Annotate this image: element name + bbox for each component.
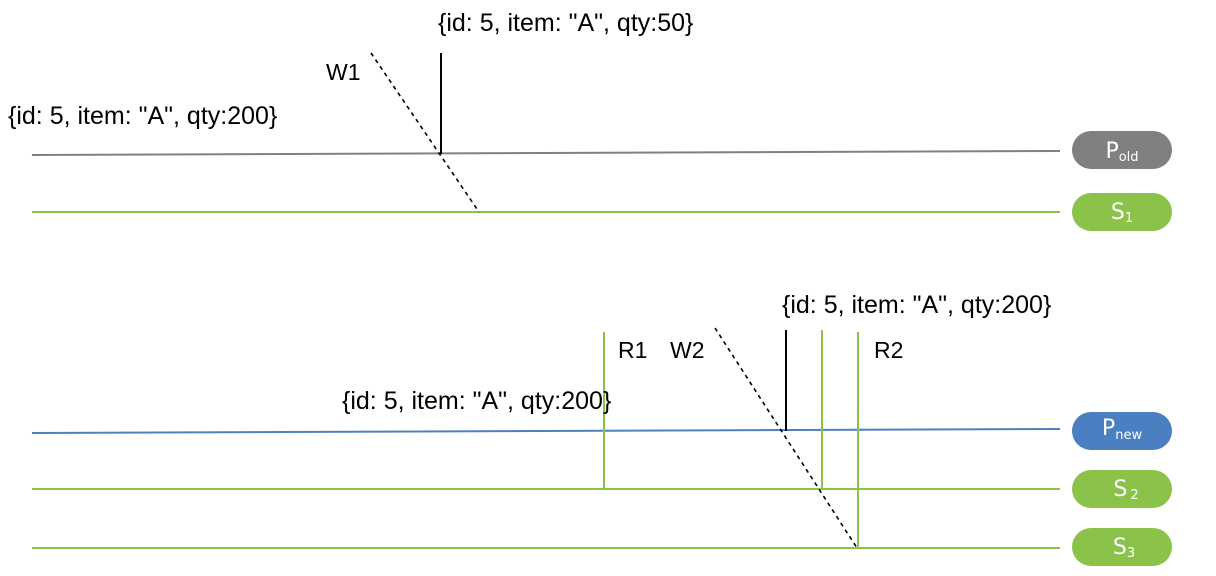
svg-text:S2: S2 bbox=[1113, 477, 1138, 503]
node-secondary-2-main: S bbox=[1113, 477, 1127, 502]
w2-right-record: {id: 5, item: "A", qty:200} bbox=[782, 291, 1051, 319]
node-secondary-3-main: S bbox=[1113, 535, 1127, 560]
r1-label: R1 bbox=[618, 337, 647, 363]
node-primary-new: Pnew bbox=[1072, 412, 1172, 450]
svg-text:Pnew: Pnew bbox=[1102, 416, 1143, 443]
node-secondary-3-sub: 3 bbox=[1127, 546, 1135, 561]
w1-old-record: {id: 5, item: "A", qty:200} bbox=[8, 102, 277, 130]
node-secondary-1: S1 bbox=[1072, 193, 1172, 231]
node-secondary-1-main: S bbox=[1111, 200, 1125, 225]
node-secondary-2-sub: 2 bbox=[1130, 488, 1138, 503]
primary-old-timeline bbox=[31, 150, 1061, 156]
r2-label: R2 bbox=[874, 337, 903, 363]
node-secondary-1-sub: 1 bbox=[1125, 211, 1133, 226]
node-primary-new-main: P bbox=[1102, 416, 1115, 441]
node-primary-old: Pold bbox=[1072, 131, 1172, 169]
node-primary-new-pill bbox=[1072, 412, 1172, 450]
read-record: {id: 5, item: "A", qty:200} bbox=[342, 387, 611, 415]
w1-replication-arrow bbox=[370, 52, 480, 213]
node-secondary-2-pill bbox=[1072, 470, 1172, 508]
node-primary-old-main: P bbox=[1105, 139, 1118, 164]
svg-text:S3: S3 bbox=[1113, 535, 1135, 561]
node-secondary-3: S3 bbox=[1072, 528, 1172, 566]
svg-text:Pold: Pold bbox=[1105, 139, 1138, 165]
w2-label: W2 bbox=[670, 337, 705, 363]
node-secondary-1-pill bbox=[1072, 193, 1172, 231]
node-primary-new-sub: new bbox=[1115, 428, 1142, 443]
w1-label: W1 bbox=[326, 59, 361, 85]
node-secondary-3-pill bbox=[1072, 528, 1172, 566]
w2-replication-arrow bbox=[714, 327, 858, 549]
w1-written-record: {id: 5, item: "A", qty:50} bbox=[438, 9, 693, 37]
primary-new-timeline bbox=[31, 428, 1061, 434]
node-primary-old-sub: old bbox=[1119, 150, 1139, 165]
svg-text:S1: S1 bbox=[1111, 200, 1133, 226]
node-primary-old-pill bbox=[1072, 131, 1172, 169]
